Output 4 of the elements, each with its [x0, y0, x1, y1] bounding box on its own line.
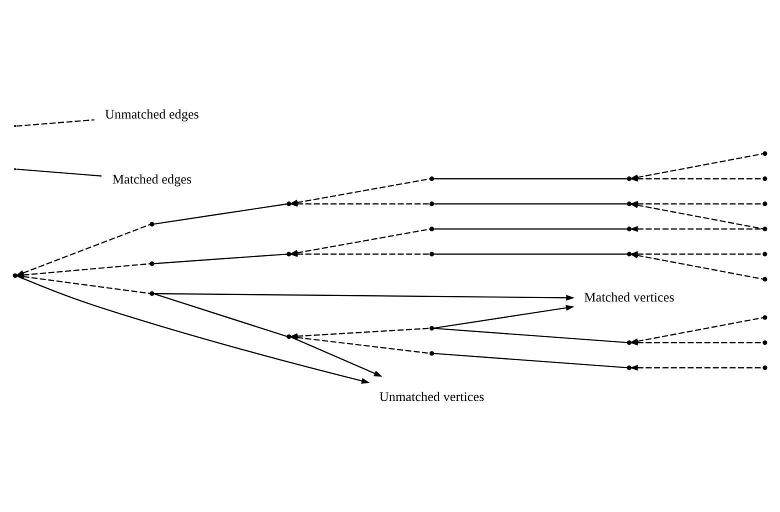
- node-text: Unmatched vertices: [379, 388, 484, 404]
- legend-label: Unmatched edges: [105, 106, 199, 122]
- legend-label: Matched edges: [112, 170, 192, 186]
- node-text: Matched vertices: [584, 289, 674, 304]
